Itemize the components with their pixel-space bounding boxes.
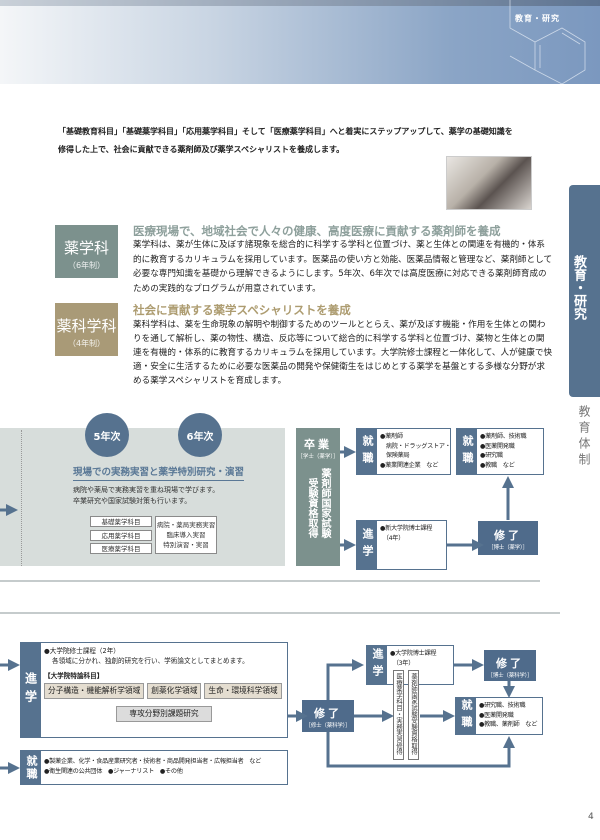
research-tag: 専攻分野別課題研究 [116, 706, 212, 722]
completion-title: 修了 [314, 707, 342, 720]
dept-name: 薬学科 [63, 239, 109, 257]
graduation-box: 卒業 ［学士（薬学）］ 薬剤師国家試験 受験資格取得 [296, 428, 340, 566]
job-item: ●医薬開発職 [480, 442, 515, 450]
advance-item: （4年） [380, 534, 405, 542]
field-tag: 生命・環境科学領域 [204, 683, 282, 699]
dept-body: 薬科学科は、薬を生命現象の解明や制御するためのツールととらえ、薬が及ぼす機能・作… [133, 320, 553, 386]
job-label: 就職 [456, 698, 476, 734]
divider [21, 430, 22, 566]
dept-years: （4年制） [67, 339, 106, 348]
job-item: ●薬剤師、技術職 [480, 433, 527, 440]
completion-title: 修了 [496, 657, 524, 670]
special-subjects-heading: 【大学院特論科目】 [44, 672, 104, 680]
side-subtitle: 教育体制 [577, 405, 591, 469]
arrow [326, 659, 364, 700]
practice-item: 病院・薬局実務実習 [156, 521, 216, 529]
job-line: ●衛生関連の公共団体 ●ジャーナリスト ●その他 [44, 767, 183, 775]
section-label: 教育・研究 [515, 14, 560, 23]
job-box-2: 就職 ●薬剤師、技術職 ●医薬開発職 ●研究職 ●教職 など [456, 428, 544, 475]
job-item: ●医薬開発職 [479, 711, 514, 719]
completion-degree: ［修士（薬科学）］ [305, 723, 351, 729]
molecule-icon [509, 0, 586, 84]
intro-line-2: 修得した上で、社会に貢献できる薬剤師及び薬学スペシャリストを養成します。 [58, 145, 345, 154]
course-name: ●大学院修士課程（2年） [44, 647, 120, 655]
year5-badge: 5年次 [85, 413, 129, 457]
dept-heading: 社会に貢献する薬学スペシャリストを養成 [133, 303, 351, 317]
year6-badge: 6年次 [178, 413, 222, 457]
panel-title: 現場での実務実習と薬学特別研究・演習 [73, 464, 245, 481]
side-tab-education-research[interactable]: 教育・研究 [569, 185, 600, 397]
header-stripe [0, 0, 600, 6]
graduation-title: 卒業 [304, 438, 332, 451]
job-item: ●研究職 [480, 452, 503, 459]
subject-box: 応用薬学科目 [90, 530, 152, 541]
advance-label: 進学 [21, 643, 41, 737]
job-line: ●製薬企業、化学・食品産業研究者・技術者・商品開発担当者・広報担当者 など [44, 758, 262, 765]
graduation-degree: ［学士（薬学）］ [297, 454, 339, 460]
job-item: ●薬業関連企業 など [380, 461, 439, 469]
master-advance-box: 進学 ●大学院修士課程（2年） 各領域に分かれ、独創的研究を行い、学術論文として… [20, 642, 288, 738]
page-number: 4 [588, 812, 594, 822]
advance-label: 進学 [357, 521, 377, 569]
dept-badge-pharmacy: 薬学科 （6年制） [55, 225, 118, 278]
dept-heading: 医療現場で、地域社会で人々の健康、高度医療に貢献する薬剤師を養成 [133, 224, 501, 238]
master-job-box: 就職 ●製薬企業、化学・食品産業研究者・技術者・商品開発担当者・広報担当者 など… [20, 750, 288, 785]
job-item: 保険薬局 [380, 452, 410, 459]
job-label: 就職 [457, 429, 477, 474]
dept-years: （6年制） [67, 261, 106, 270]
advance-label: 進学 [367, 646, 387, 684]
panel-desc: 卒業研究や国家試験対策も行います。 [73, 497, 192, 505]
section-divider [0, 612, 560, 614]
course-desc: 各領域に分かれ、独創的研究を行い、学術論文としてまとめます。 [52, 657, 249, 665]
advance-box: 進学 ●新大学院博士課程 （4年） [356, 520, 447, 570]
job-label: 就職 [357, 429, 377, 474]
section-divider [0, 580, 540, 582]
job-item: ●研究職、技術職 [479, 702, 526, 709]
completion-box-doctor-science: 修了 ［博士（薬科学）］ [484, 650, 536, 681]
job-box-1: 就職 ●薬剤師 病院・ドラッグストア・ 保険薬局 ●薬業関連企業 など [356, 428, 451, 475]
students-photo [446, 156, 532, 210]
job-label: 就職 [21, 751, 41, 784]
field-tag: 創薬化学領域 [147, 683, 202, 699]
advance-item: ●大学院博士課程 [390, 650, 437, 657]
qualification-text: 受験資格取得 [306, 478, 317, 538]
subject-box: 基礎薬学科目 [90, 516, 152, 527]
advance-item: ●新大学院博士課程 [380, 525, 433, 532]
doctor-job-box: 就職 ●研究職、技術職 ●医薬開発職 ●教職、薬剤師 など [455, 697, 543, 735]
header-banner: 教育・研究 [0, 0, 600, 84]
dept-body: 薬学科は、薬が生体に及ぼす諸現象を総合的に科学する学科と位置づけ、薬と生体との関… [133, 240, 553, 294]
job-item: ●教職、薬剤師 など [479, 721, 538, 728]
practice-item: 特別演習・実習 [163, 541, 209, 549]
job-item: ●教職 など [480, 461, 515, 469]
job-item: 病院・ドラッグストア・ [380, 442, 451, 450]
completion-box-master: 修了 ［修士（薬科学）］ [302, 700, 354, 732]
completion-box-doctor: 修了 ［博士（薬学）］ [478, 521, 538, 555]
requirement-strip: 薬剤師国家試験受験資格取得 [408, 670, 419, 760]
panel-desc: 病院や薬局で実務実習を重ね現場で学びます。 [73, 486, 220, 494]
job-item: ●薬剤師 [380, 433, 403, 440]
field-tag: 分子構造・機能解析学領域 [44, 683, 145, 699]
subject-box: 医療薬学科目 [90, 543, 152, 554]
completion-title: 修了 [494, 529, 522, 542]
completion-degree: ［博士（薬学）］ [488, 545, 528, 551]
practice-item: 臨床導入実習 [166, 531, 206, 539]
practice-box: 病院・薬局実務実習 臨床導入実習 特別演習・実習 [155, 516, 217, 554]
dept-name: 薬科学科 [56, 317, 117, 335]
dept-badge-pharma-science: 薬科学科 （4年制） [55, 303, 118, 356]
advance-item: （3年） [390, 659, 415, 667]
intro-line-1: 「基礎教育科目」「基礎薬学科目」「応用薬学科目」そして「医療薬学科目」へと着実に… [58, 127, 513, 136]
completion-degree: ［博士（薬科学）］ [487, 673, 533, 679]
requirement-strip: 医療薬学科目・実務実習修得 [393, 670, 404, 760]
qualification-text: 薬剤師国家試験 [319, 468, 330, 538]
